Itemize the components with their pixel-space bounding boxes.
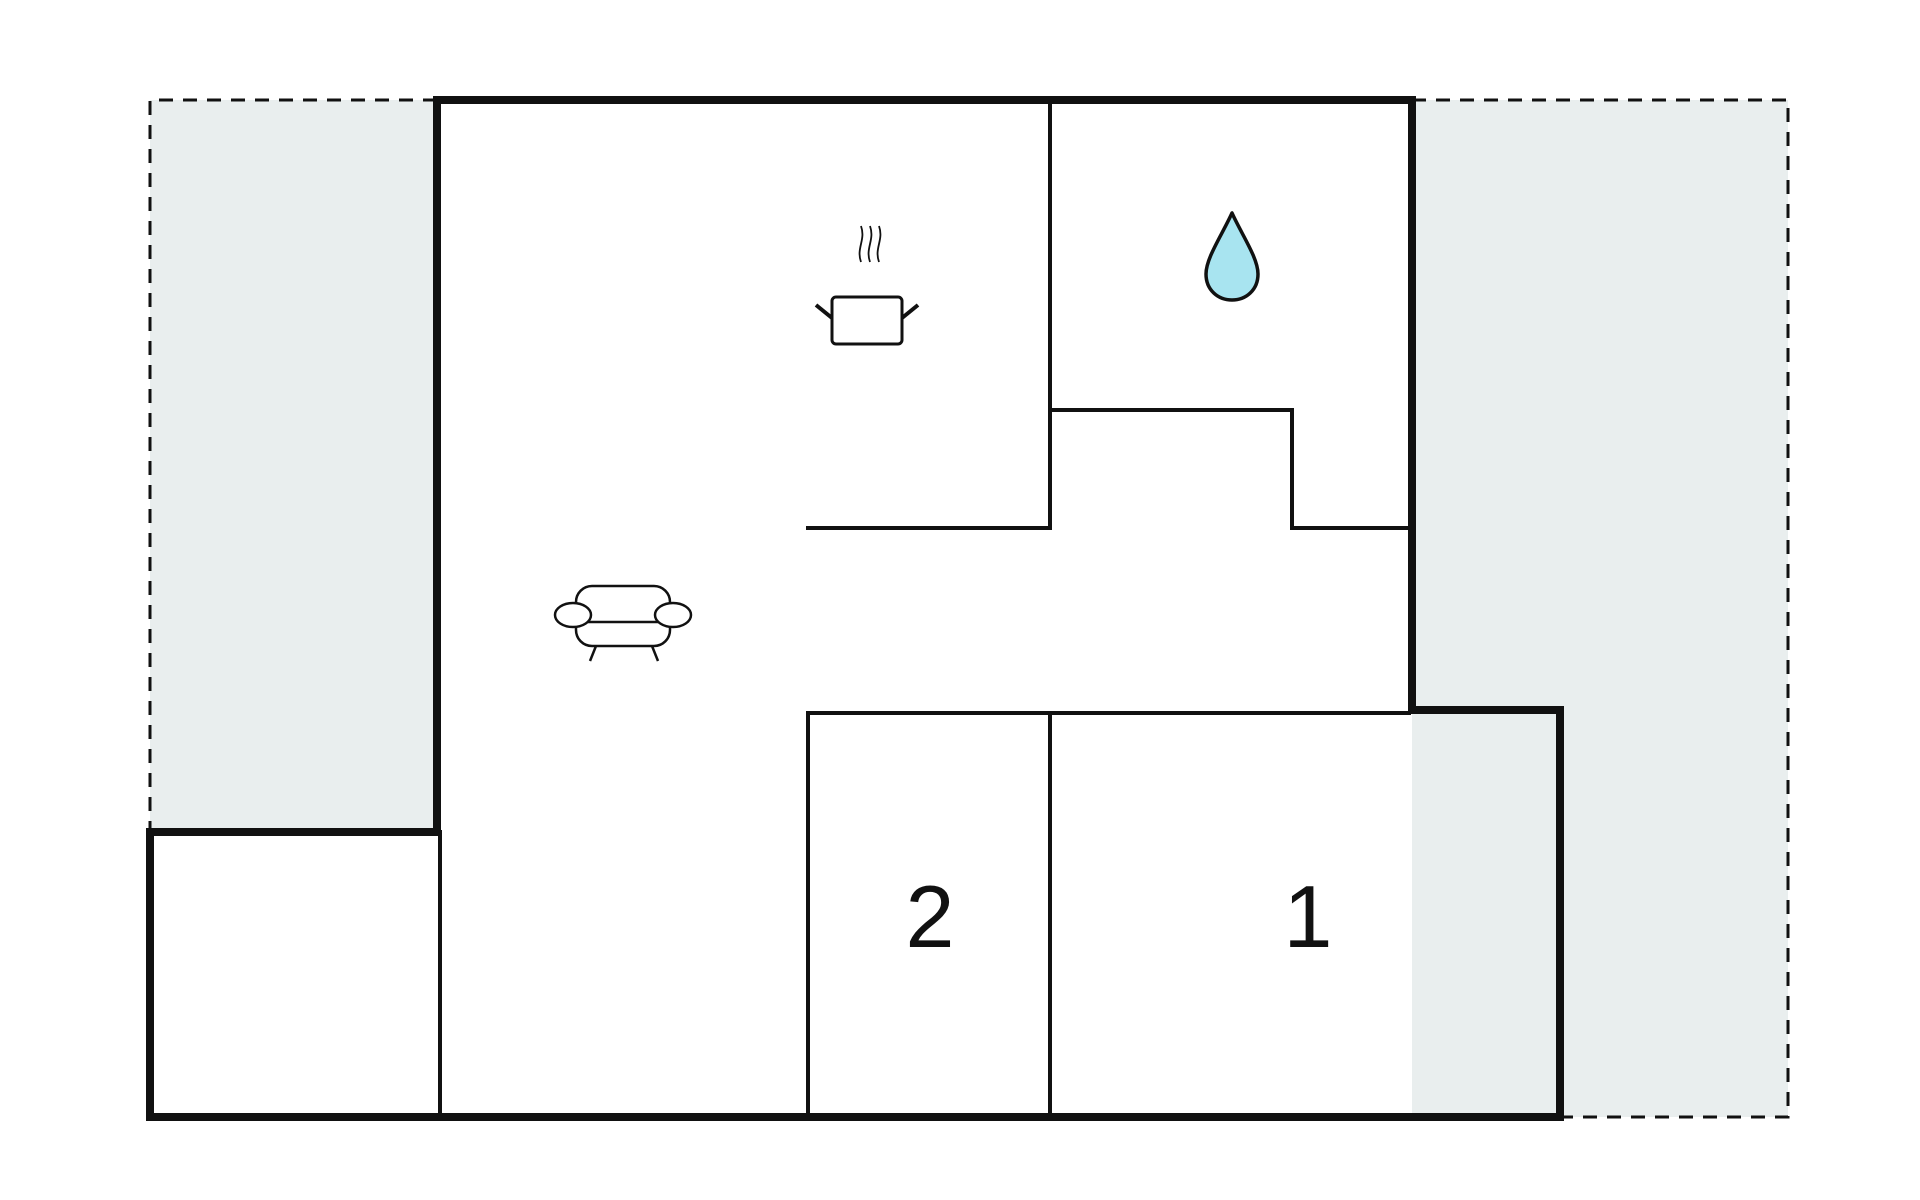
exterior-walls: [146, 96, 1564, 1121]
terrace-left-outline: [148, 98, 437, 832]
bedroom-2-label: 2: [906, 867, 955, 966]
terrace-left-fill: [150, 100, 437, 832]
bathroom-water-drop-icon: [1204, 211, 1260, 302]
terrace-right-fill: [1412, 100, 1788, 1117]
living-sofa-icon: [553, 584, 693, 662]
wall-bedrooms-top: [806, 711, 1411, 1116]
bedroom-1-label: 1: [1284, 867, 1333, 966]
wall-bathroom: [1048, 408, 1411, 530]
kitchen-pot-icon: [814, 225, 920, 346]
